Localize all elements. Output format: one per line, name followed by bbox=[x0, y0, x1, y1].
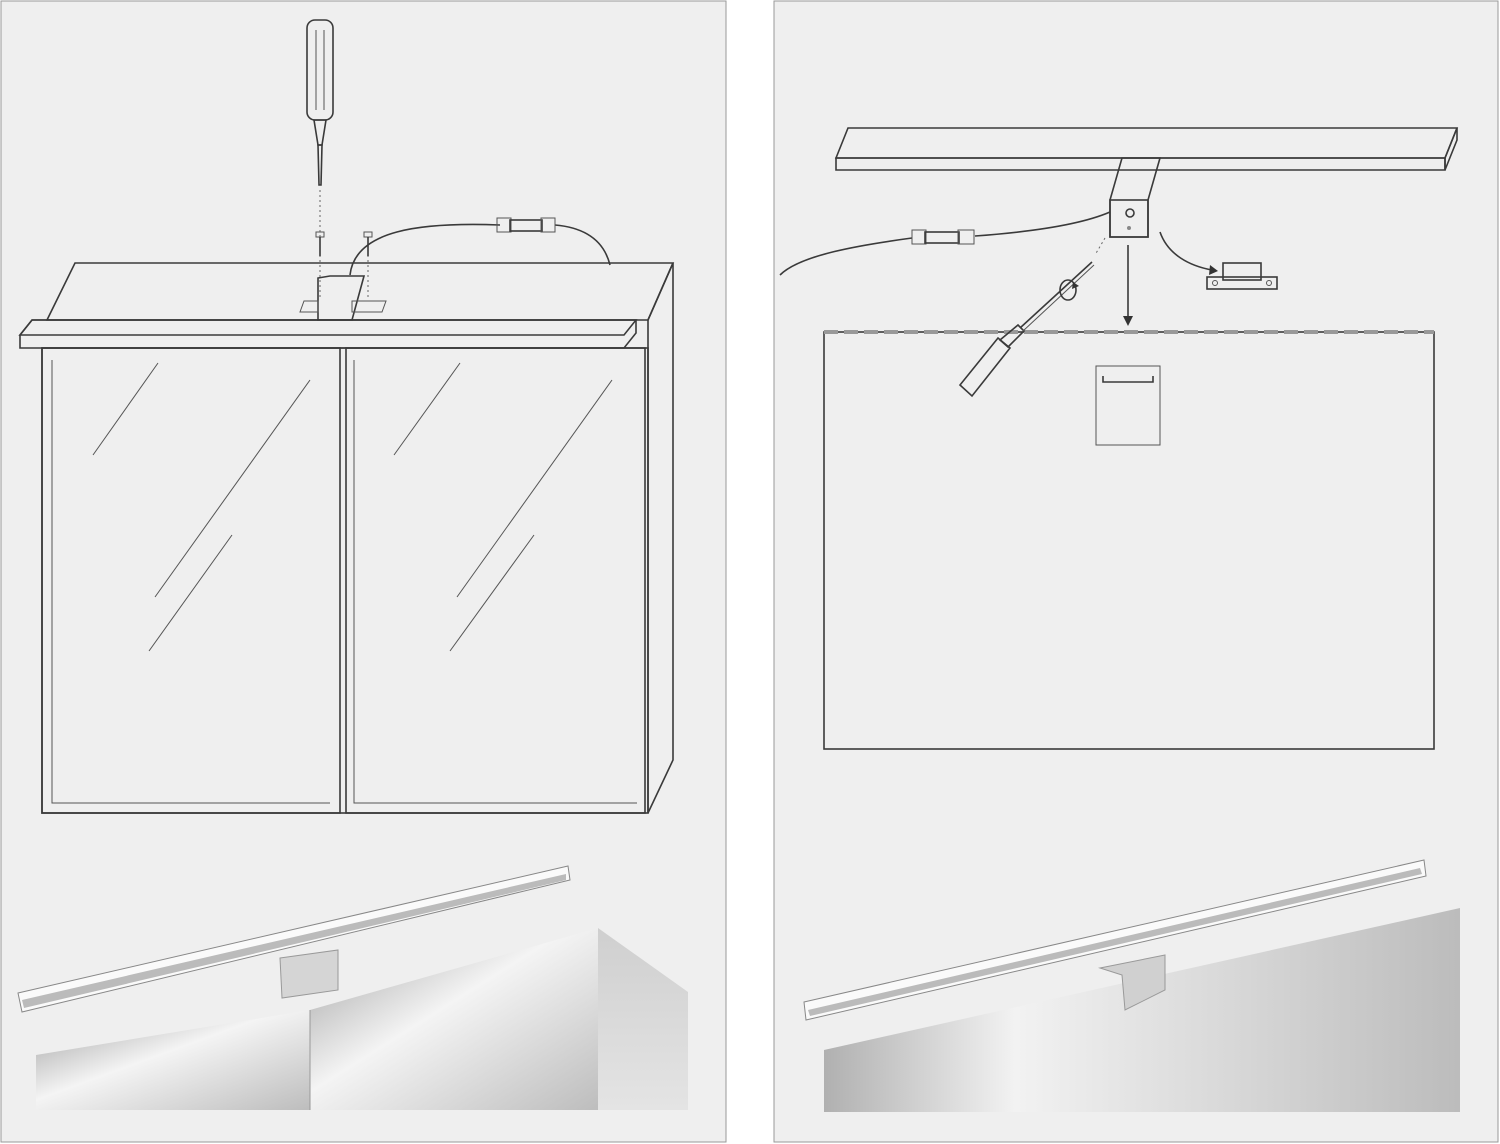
drawing-stroke bbox=[1212, 280, 1218, 286]
right-panel bbox=[773, 0, 1499, 1143]
drawing-stroke bbox=[1127, 226, 1131, 230]
drawing-stroke bbox=[1098, 954, 1166, 1011]
drawing-stroke bbox=[351, 300, 387, 313]
drawing-stroke bbox=[1159, 231, 1213, 271]
screwdriver-icon bbox=[958, 261, 1095, 398]
cable bbox=[779, 237, 913, 276]
drawing-stroke bbox=[924, 231, 960, 244]
drawing-stroke bbox=[393, 362, 461, 456]
drawing-stroke bbox=[998, 323, 1026, 349]
bar-bracket bbox=[317, 275, 366, 321]
drawing-stroke bbox=[1206, 276, 1278, 290]
drawing-stroke bbox=[1019, 261, 1093, 329]
drawing-stroke bbox=[957, 229, 975, 245]
drawing-stroke bbox=[1222, 262, 1262, 281]
drawing-stroke bbox=[1022, 264, 1095, 332]
screwdriver-icon bbox=[306, 19, 334, 186]
drawing-stroke bbox=[1444, 127, 1458, 171]
drawing-stroke bbox=[540, 217, 556, 233]
drawing-stroke bbox=[36, 1010, 310, 1110]
mounting-clip-icon bbox=[1206, 262, 1278, 290]
drawing-stroke bbox=[22, 874, 566, 1008]
drawing-stroke bbox=[353, 360, 637, 804]
drawing-stroke bbox=[279, 949, 339, 999]
drawing-stroke bbox=[317, 144, 323, 186]
drawing-stroke bbox=[1266, 280, 1272, 286]
drawing-stroke bbox=[496, 217, 512, 233]
mirror-icon bbox=[823, 330, 1435, 750]
drawing-stroke bbox=[310, 928, 598, 1110]
mirror-cabinet-icon bbox=[41, 262, 675, 814]
light-bar-icon bbox=[18, 275, 638, 349]
down-arrow-icon bbox=[1123, 245, 1133, 326]
drawing-stroke bbox=[1102, 376, 1154, 383]
drawing-stroke bbox=[808, 868, 1422, 1016]
light-bar-icon bbox=[834, 127, 1459, 238]
cable bbox=[974, 211, 1111, 237]
drawing-stroke bbox=[1094, 237, 1106, 256]
rotate-arrow-icon bbox=[1059, 279, 1079, 301]
drawing-stroke bbox=[456, 379, 613, 598]
drawing-stroke bbox=[1123, 316, 1133, 326]
drawing-stroke bbox=[911, 229, 927, 245]
left-panel bbox=[0, 0, 727, 1143]
drawing-stroke bbox=[154, 379, 311, 598]
cable bbox=[349, 223, 501, 276]
drawing-stroke bbox=[449, 534, 535, 652]
drawing-stroke bbox=[92, 362, 159, 456]
drawing-stroke bbox=[1125, 208, 1135, 218]
cable-connector-icon bbox=[911, 229, 975, 245]
drawing-stroke bbox=[1059, 279, 1077, 301]
glass-reflections bbox=[92, 362, 613, 652]
installed-light-photo bbox=[17, 865, 688, 1110]
screw-icon bbox=[315, 231, 373, 256]
drawing-stroke bbox=[1109, 199, 1149, 238]
drawing-stroke bbox=[958, 336, 1012, 398]
drawing-stroke bbox=[299, 300, 319, 313]
drawing-stroke bbox=[598, 928, 688, 1110]
drawing-stroke bbox=[1072, 282, 1079, 289]
mounting-plate bbox=[1095, 365, 1161, 446]
installed-light-photo bbox=[803, 859, 1460, 1112]
drawing-stroke bbox=[1209, 265, 1218, 275]
drawing-stroke bbox=[148, 534, 233, 652]
drawing-stroke bbox=[824, 908, 1460, 1112]
drawing-stroke bbox=[509, 219, 543, 232]
curved-arrow-icon bbox=[1159, 231, 1218, 275]
drawing-stroke bbox=[18, 319, 638, 336]
cable bbox=[554, 224, 611, 266]
drawing-stroke bbox=[51, 360, 330, 804]
cable-connector-icon bbox=[496, 217, 556, 233]
